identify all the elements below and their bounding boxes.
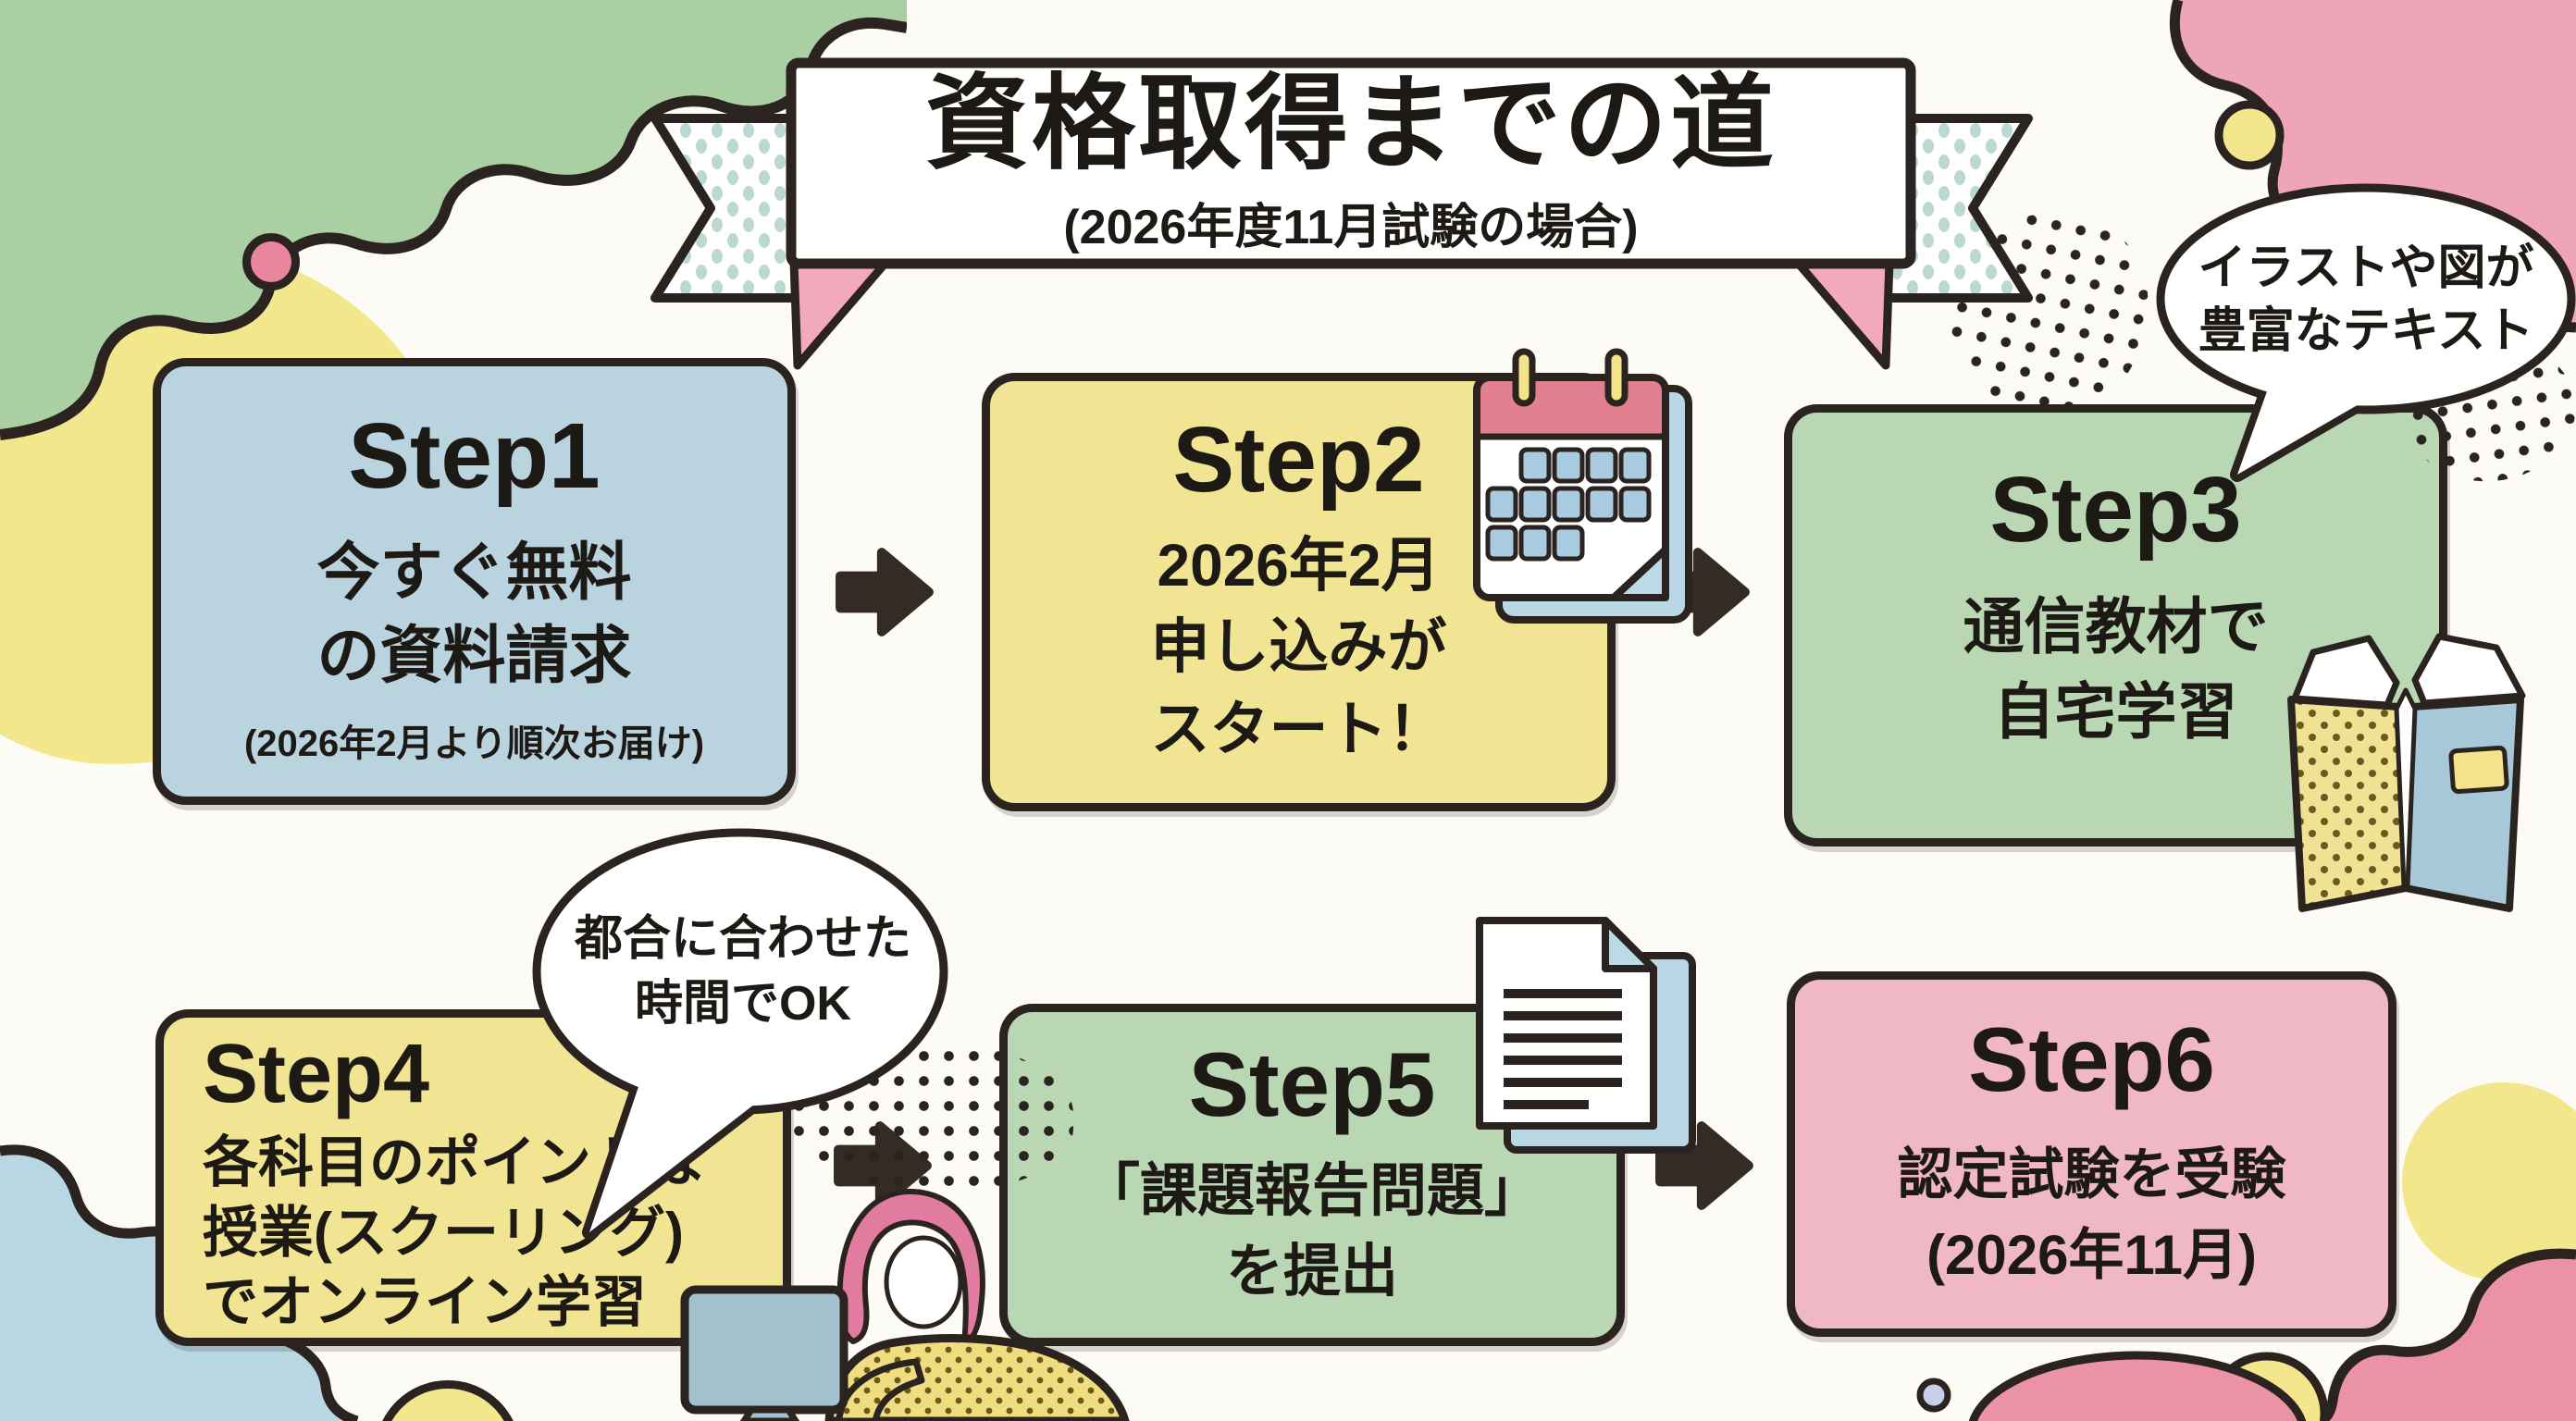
step6-text: (2026年11月) [1926,1224,2257,1286]
step3-text: 自宅学習 [1993,677,2238,747]
person-at-computer-illustration [680,1188,1130,1421]
hair [836,1188,985,1348]
step3-label: Step3 [1989,458,2242,562]
page-title: 資格取得までの道 [925,66,1777,182]
yellow-blob-bottom-right [2402,1082,2576,1281]
step5-text: を提出 [1225,1239,1398,1304]
step6-label: Step6 [1968,1008,2215,1110]
svg-text:豊富なテキスト: 豊富なテキスト [2198,304,2533,358]
svg-text:都合に合わせた: 都合に合わせた [574,912,911,966]
arm [835,1358,925,1421]
calendar-icon [1473,348,1692,624]
step2-text: 2026年2月 [1157,532,1441,599]
pink-blob-bottom-right [2310,1248,2576,1421]
speech-bubble-textbook: イラストや図が 豊富なテキスト [2156,183,2576,482]
bottom-decoration-cluster [1916,1351,2329,1421]
book-icon [2287,633,2526,912]
step1-card: Step1 今すぐ無料 の資料請求 (2026年2月より順次お届け) [153,358,796,805]
pink-dot-accent [242,233,300,290]
step5-text: 「課題報告問題」 [1082,1159,1542,1223]
step2-label: Step2 [1172,408,1425,512]
step4-label: Step4 [203,1028,430,1120]
step1-text: 今すぐ無料 [316,538,632,608]
face [884,1235,963,1329]
step4-text: でオンライン学習 [203,1271,647,1334]
step6-card: Step6 認定試験を受験 (2026年11月) [1787,971,2396,1337]
title-ribbon-banner [650,57,2033,370]
banner-plate [786,57,1916,269]
arrow-icon [833,544,936,640]
banner-text: 資格取得までの道 (2026年度11月試験の場合) [791,63,1911,264]
monitor-stand [739,1406,800,1421]
yellow-dot-accent [2214,100,2285,170]
step2-text: スタート！ [1150,695,1447,762]
page-subtitle: (2026年度11月試験の場合) [1063,200,1639,254]
monitor [680,1285,848,1415]
step1-text: の資料請求 [316,620,632,691]
svg-text:イラストや図が: イラストや図が [2198,241,2534,295]
document-icon [1476,917,1696,1154]
step1-label: Step1 [348,404,601,508]
step3-text: 通信教材で [1963,592,2269,661]
green-blob-top-left [0,0,907,440]
step5-label: Step5 [1188,1033,1436,1135]
speech-bubble-schedule: 都合に合わせた 時間でOK [532,828,948,1240]
step6-text: 認定試験を受験 [1897,1143,2286,1205]
ribbon-fold-right [1792,257,1894,370]
step1-note: (2026年2月より順次お届け) [243,723,705,764]
sweater [824,1334,1130,1421]
ribbon-fold-left [789,257,891,370]
step2-text: 申し込みが [1150,613,1447,681]
svg-text:時間でOK: 時間でOK [635,977,851,1031]
